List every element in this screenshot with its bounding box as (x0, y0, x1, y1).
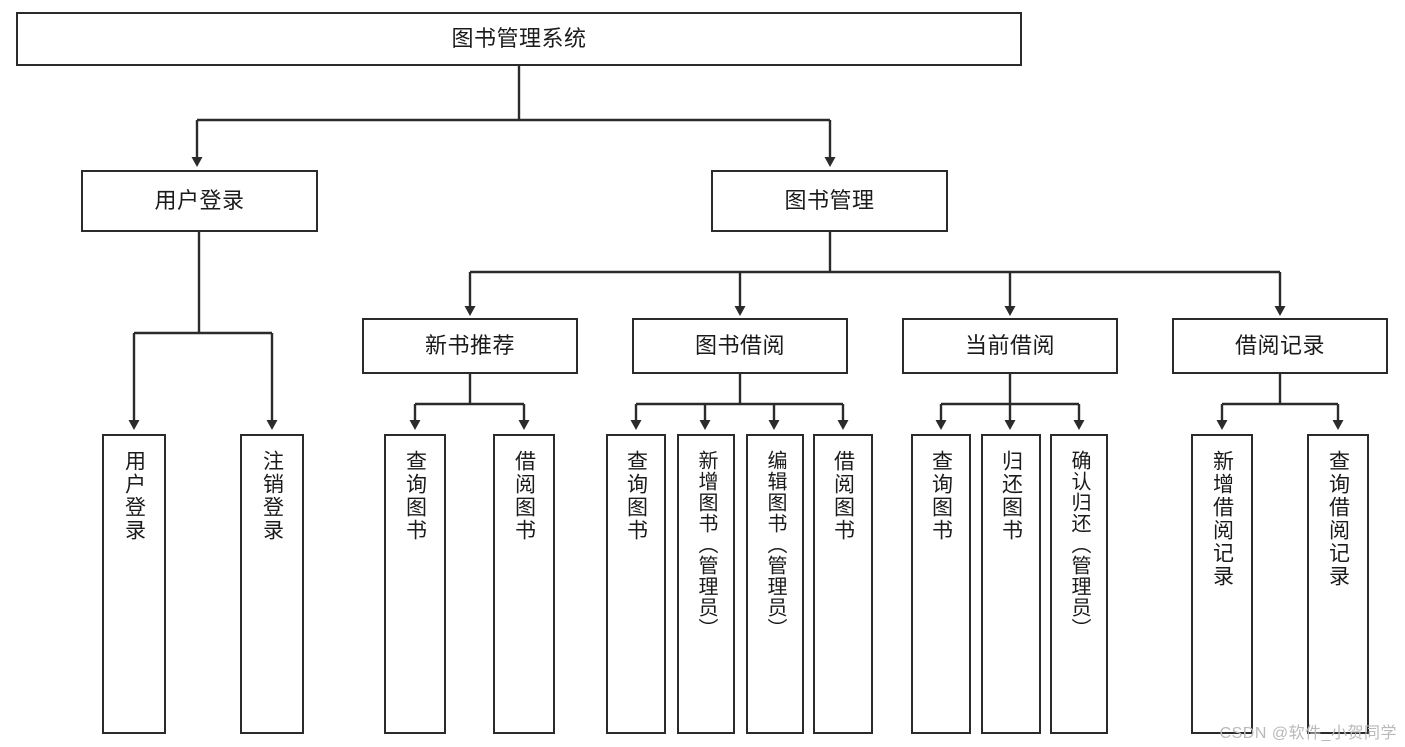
node-current-borrow-label: 当前借阅 (964, 333, 1055, 359)
node-root[interactable]: 图书管理系统 (16, 12, 1022, 66)
node-leaf-query-record-label: 查询借阅记录 (1326, 450, 1350, 588)
node-leaf-user-login-label: 用户登录 (122, 450, 146, 542)
node-leaf-logout[interactable]: 注销登录 (240, 434, 304, 734)
node-leaf-query-book-3[interactable]: 查询图书 (911, 434, 971, 734)
node-current-borrow[interactable]: 当前借阅 (902, 318, 1118, 374)
node-leaf-logout-label: 注销登录 (260, 450, 284, 542)
node-leaf-query-record[interactable]: 查询借阅记录 (1307, 434, 1369, 734)
node-leaf-confirm-return[interactable]: 确认归还（管理员） (1050, 434, 1108, 734)
node-leaf-borrow-book-1[interactable]: 借阅图书 (493, 434, 555, 734)
node-leaf-query-book-1-label: 查询图书 (403, 450, 427, 542)
node-leaf-borrow-book-1-label: 借阅图书 (512, 450, 536, 542)
node-leaf-user-login[interactable]: 用户登录 (102, 434, 166, 734)
node-leaf-add-record[interactable]: 新增借阅记录 (1191, 434, 1253, 734)
node-leaf-query-book-2-label: 查询图书 (624, 450, 648, 542)
node-leaf-confirm-return-label: 确认归还（管理员） (1068, 450, 1090, 639)
node-new-book-recommend-label: 新书推荐 (424, 333, 515, 359)
node-leaf-borrow-book-2[interactable]: 借阅图书 (813, 434, 873, 734)
node-book-management[interactable]: 图书管理 (711, 170, 948, 232)
node-book-borrow-label: 图书借阅 (694, 333, 785, 359)
node-new-book-recommend[interactable]: 新书推荐 (362, 318, 578, 374)
node-borrow-record-label: 借阅记录 (1234, 333, 1325, 359)
node-leaf-query-book-1[interactable]: 查询图书 (384, 434, 446, 734)
node-borrow-record[interactable]: 借阅记录 (1172, 318, 1388, 374)
node-leaf-add-book-label: 新增图书（管理员） (695, 450, 717, 639)
node-leaf-borrow-book-2-label: 借阅图书 (831, 450, 855, 542)
node-user-login[interactable]: 用户登录 (81, 170, 318, 232)
node-leaf-return-book[interactable]: 归还图书 (981, 434, 1041, 734)
node-book-borrow[interactable]: 图书借阅 (632, 318, 848, 374)
node-leaf-add-book[interactable]: 新增图书（管理员） (677, 434, 735, 734)
node-root-label: 图书管理系统 (451, 26, 587, 52)
node-book-management-label: 图书管理 (784, 188, 875, 214)
node-leaf-edit-book-label: 编辑图书（管理员） (764, 450, 786, 639)
node-leaf-edit-book[interactable]: 编辑图书（管理员） (746, 434, 804, 734)
node-user-login-label: 用户登录 (154, 188, 245, 214)
node-leaf-query-book-3-label: 查询图书 (929, 450, 953, 542)
node-leaf-add-record-label: 新增借阅记录 (1210, 450, 1234, 588)
node-leaf-query-book-2[interactable]: 查询图书 (606, 434, 666, 734)
node-leaf-return-book-label: 归还图书 (999, 450, 1023, 542)
